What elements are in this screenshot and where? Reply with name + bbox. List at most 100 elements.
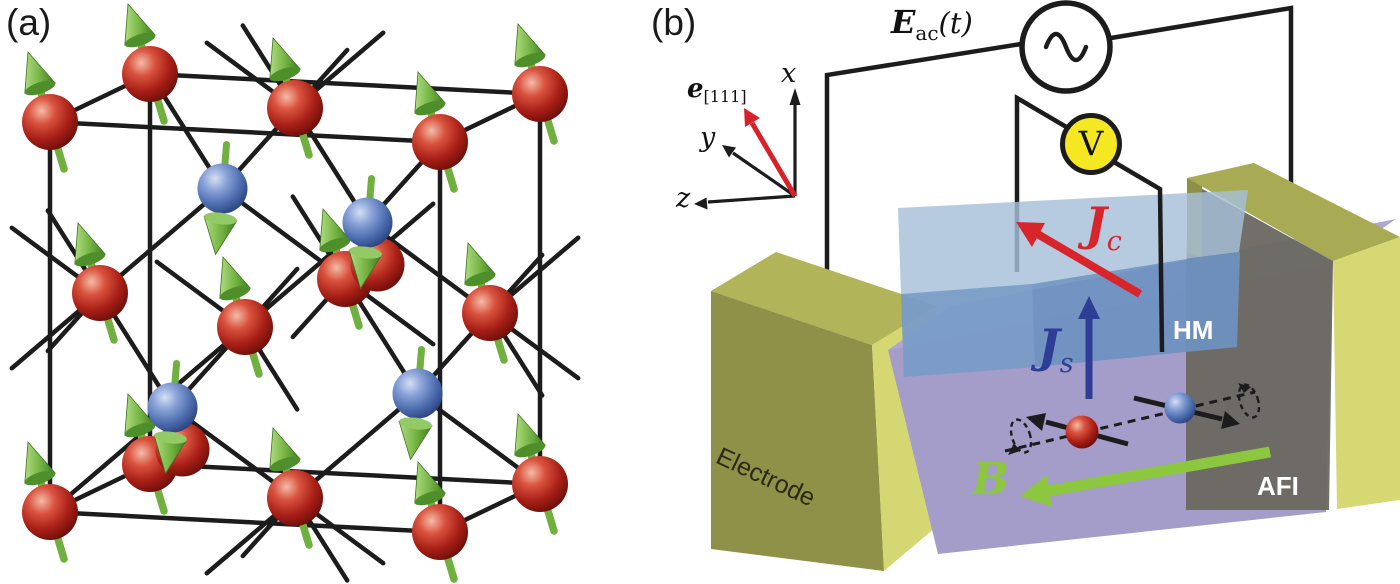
b-field-arrow-shaft — [1047, 446, 1271, 497]
spin-up-cone-base — [219, 285, 251, 301]
afi-ion-down — [1164, 392, 1196, 424]
axis-y — [732, 151, 796, 198]
axis-y-label: y — [700, 122, 716, 153]
right-electrode-top — [1187, 163, 1400, 261]
voltmeter-label: V — [1078, 124, 1104, 165]
charge-current-label: Jc — [1085, 201, 1122, 255]
spin-up-cone-base — [514, 442, 546, 458]
atom-spin-down — [147, 360, 198, 475]
spin-up-cone-base — [464, 271, 496, 287]
axis-x-label: x — [781, 58, 797, 89]
panel-b-label: (b) — [651, 2, 697, 43]
jc-subscript: c — [1106, 226, 1122, 257]
js-symbol: J — [1038, 319, 1060, 373]
spin-up-cone-base — [414, 100, 446, 116]
axis-z-label: z — [676, 183, 691, 214]
atom-spin-up — [267, 37, 323, 159]
atom-spin-up — [22, 51, 78, 173]
jc-arrow-head — [1016, 222, 1045, 247]
e111-arrow-shaft — [749, 121, 798, 198]
spin-up-cone-base — [124, 32, 156, 48]
e111-arrow-head — [744, 108, 760, 127]
red-atom-sphere — [267, 80, 323, 136]
atom-spin-down — [197, 141, 248, 256]
left-electrode-front — [711, 291, 884, 571]
e111-subscript: [111] — [703, 87, 747, 106]
ac-field-subscript: ac — [915, 21, 939, 45]
axis-x-arrowhead — [789, 88, 801, 105]
atom-spin-up — [412, 461, 468, 583]
heavy-metal-label: HM — [1173, 315, 1214, 345]
spin-up-cone-base — [24, 80, 56, 96]
atom-spin-up — [512, 23, 568, 145]
unit-cell-edge — [147, 71, 543, 97]
red-atom-sphere — [512, 66, 568, 122]
wire-left-electrode — [824, 41, 1022, 277]
spin-down-cone-base — [349, 246, 382, 259]
atom-spin-up — [412, 71, 468, 193]
red-atom-sphere — [22, 484, 78, 540]
atom-spin-up — [462, 242, 518, 364]
unit-cell-edge — [147, 461, 543, 487]
magnetic-field-label: B — [972, 454, 1010, 505]
blue-atom-sphere — [147, 382, 198, 433]
precession-arc-arrowhead — [1008, 443, 1020, 455]
atom-spin-up — [217, 256, 273, 378]
blue-atom-sphere — [342, 197, 393, 248]
spin-up-cone-base — [24, 470, 56, 486]
atom-spin-up — [267, 427, 323, 549]
unit-cell-edge — [47, 509, 443, 535]
precession-arc-arrowhead — [1238, 383, 1251, 393]
ac-field-time-arg: (t) — [938, 6, 973, 40]
precession-arc — [1237, 383, 1261, 419]
spin-up-cone-base — [319, 237, 351, 253]
hm-front-left — [901, 284, 1035, 377]
red-atom-sphere — [217, 299, 273, 355]
spin-current-label: Js — [1038, 323, 1074, 377]
spin-down-cone-base — [154, 431, 187, 444]
voltmeter — [1060, 113, 1122, 175]
atom-spin-up — [512, 413, 568, 535]
spin-up-cone-base — [269, 456, 301, 472]
red-atom-sphere — [267, 470, 323, 526]
b-field-arrow-head — [1020, 475, 1052, 507]
e111-direction-label: e[111] — [687, 76, 747, 105]
wire-right-electrode — [1110, 5, 1294, 208]
jc-symbol: J — [1085, 197, 1107, 251]
atom-spin-down — [342, 175, 393, 290]
blue-atom-sphere — [197, 163, 248, 214]
ac-field-label: Eac(t) — [891, 3, 973, 43]
red-atom-sphere — [512, 456, 568, 512]
neel-axis-dashed — [1004, 390, 1256, 453]
red-atom-sphere — [22, 94, 78, 150]
precession-arc — [1009, 418, 1033, 454]
spin-up-cone-base — [124, 422, 156, 438]
panel-a-label: (a) — [6, 2, 52, 43]
jc-arrow-shaft — [1031, 228, 1143, 298]
atom-spin-up — [22, 441, 78, 563]
axis-y-arrowhead — [722, 145, 736, 158]
left-electrode-top — [711, 252, 937, 345]
spin-up-cone-base — [514, 52, 546, 68]
right-electrode-side — [1333, 237, 1400, 509]
atom-spin-up — [122, 3, 178, 125]
blue-atom-sphere — [392, 368, 443, 419]
sine-wave-icon — [1043, 31, 1089, 63]
device-schematic — [694, 0, 1400, 571]
wire-voltmeter-right — [1112, 160, 1165, 353]
spin-down-cone-base — [204, 212, 237, 225]
unit-cell-edge — [47, 119, 443, 145]
axis-z-arrowhead — [694, 197, 708, 210]
spin-right-arrow-head — [1221, 411, 1240, 429]
atom-spin-up — [72, 222, 128, 344]
red-atom-sphere — [412, 504, 468, 560]
spin-up-cone-base — [74, 251, 106, 267]
red-atom-sphere — [122, 46, 178, 102]
antiferromagnet-label: AFI — [1257, 471, 1299, 501]
spin-up-cone-base — [269, 66, 301, 82]
ac-field-symbol: E — [891, 3, 916, 41]
spin-left-arrow-head — [1026, 413, 1046, 431]
atom-spin-down — [392, 346, 443, 461]
